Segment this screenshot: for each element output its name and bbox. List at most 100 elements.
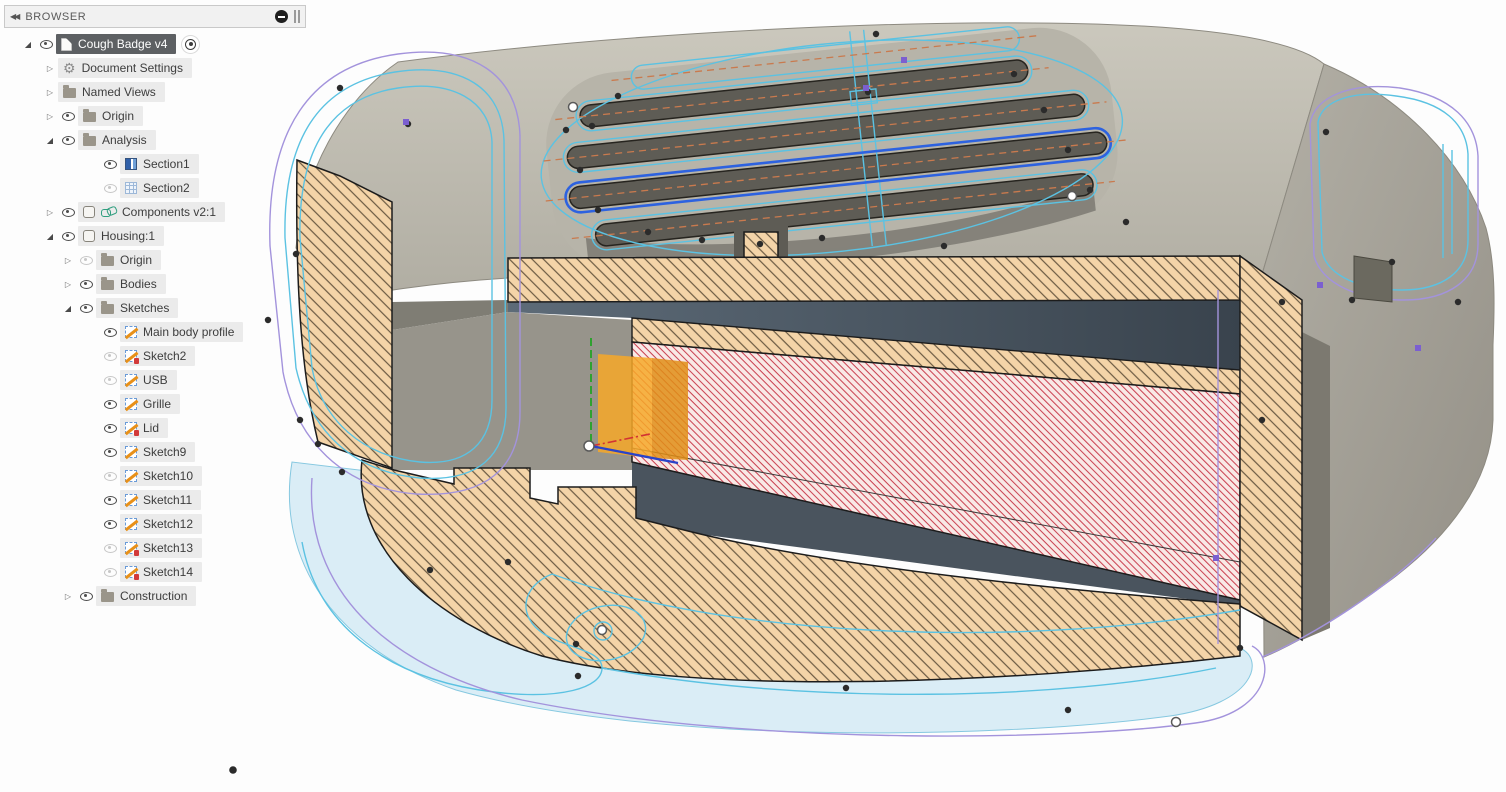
model-grille[interactable] [529,3,1137,290]
tree-item-label: Origin [102,109,135,123]
section-right-wall [1239,254,1303,642]
expander-icon[interactable]: ◢ [64,303,72,313]
tree-item-lid[interactable]: Lid [4,416,306,440]
tree-item-sketch9[interactable]: Sketch9 [4,440,306,464]
sketch-locked-icon [125,350,139,364]
panel-collapse-icon[interactable]: ◀◀ [10,12,20,21]
tree-item-section1[interactable]: Section1 [4,152,306,176]
lock-badge [134,430,139,436]
section-bottom-slab [360,459,1241,683]
expander-icon[interactable]: ◢ [46,231,54,241]
tree-item-sketch12[interactable]: Sketch12 [4,512,306,536]
tree-item-section2[interactable]: Section2 [4,176,306,200]
lock-badge [134,574,139,580]
gear-icon: ⚙ [63,60,76,76]
tree-item-housing-1[interactable]: ◢ Housing:1 [4,224,306,248]
visibility-eye-icon[interactable] [100,471,120,481]
sketch-icon [125,326,137,338]
origin-triad[interactable] [590,338,679,465]
tree-item-label: Section1 [143,157,190,171]
visibility-eye-icon[interactable] [100,495,120,505]
tree-item-label: Components v2:1 [122,205,217,219]
visibility-eye-icon[interactable] [100,399,120,409]
tree-item-bodies[interactable]: ▷ Bodies [4,272,306,296]
folder-icon [101,253,114,266]
section-left-wall [295,158,393,470]
sketch-curves-cyan[interactable] [284,69,1469,696]
tree-item-named-views[interactable]: ▷ Named Views [4,80,306,104]
minus-circle-icon[interactable] [275,10,288,23]
tree-item-construction[interactable]: ▷ Construction [4,584,306,608]
folder-icon [101,301,114,314]
folder-icon [83,133,96,146]
visibility-eye-icon[interactable] [100,159,120,169]
sketch-icon [125,446,137,458]
folder-icon [101,589,114,602]
tree-item-label: Document Settings [81,61,183,75]
tree-item-sketch14[interactable]: Sketch14 [4,560,306,584]
model-usb-recess[interactable] [1353,255,1393,303]
expander-icon[interactable]: ▷ [46,111,54,121]
visibility-eye-icon[interactable] [100,423,120,433]
tree-item-label: Origin [120,253,153,267]
visibility-eye-icon[interactable] [100,375,120,385]
expander-icon[interactable]: ▷ [46,63,54,73]
unconstrained-points[interactable] [567,101,1182,728]
tree-item-label: Sketch12 [143,517,194,531]
browser-tree: ◢ Cough Badge v4 ▷ ⚙ Document Settings ▷ … [4,32,306,608]
tree-item-origin-housing[interactable]: ▷ Origin [4,248,306,272]
expander-icon[interactable]: ▷ [64,255,72,265]
tree-item-document-settings[interactable]: ▷ ⚙ Document Settings [4,56,306,80]
tree-item-sketch11[interactable]: Sketch11 [4,488,306,512]
visibility-eye-icon[interactable] [100,327,120,337]
design-icon [61,37,72,51]
tree-item-label: Sketch14 [143,565,194,579]
visibility-eye-icon[interactable] [58,231,78,241]
model-section-walls[interactable] [295,158,1303,683]
visibility-eye-icon[interactable] [76,255,96,265]
tree-item-sketches[interactable]: ◢ Sketches [4,296,306,320]
tree-item-grille[interactable]: Grille [4,392,306,416]
visibility-eye-icon[interactable] [100,519,120,529]
tree-item-main-body-profile[interactable]: Main body profile [4,320,306,344]
visibility-eye-icon[interactable] [36,39,56,49]
panel-grip-icon[interactable] [294,10,296,23]
component-icon [83,230,95,242]
expander-icon[interactable]: ◢ [46,135,54,145]
visibility-eye-icon[interactable] [100,351,120,361]
visibility-eye-icon[interactable] [58,135,78,145]
section-lid-beam [507,255,1241,303]
tree-item-sketch13[interactable]: Sketch13 [4,536,306,560]
activate-component-radio[interactable] [182,35,200,53]
visibility-eye-icon[interactable] [100,567,120,577]
tree-item-sketch10[interactable]: Sketch10 [4,464,306,488]
visibility-eye-icon[interactable] [58,207,78,217]
expander-icon[interactable]: ▷ [64,279,72,289]
visibility-eye-icon[interactable] [76,591,96,601]
browser-header[interactable]: ◀◀ BROWSER [4,5,306,28]
expander-icon[interactable]: ▷ [64,591,72,601]
body-inner-shadow [1302,332,1330,640]
visibility-eye-icon[interactable] [76,303,96,313]
tree-item-sketch2[interactable]: Sketch2 [4,344,306,368]
tree-item-analysis[interactable]: ◢ Analysis [4,128,306,152]
visibility-eye-icon[interactable] [100,543,120,553]
visibility-eye-icon[interactable] [76,279,96,289]
visibility-eye-icon[interactable] [58,111,78,121]
tree-item-components-v2-1[interactable]: ▷ Components v2:1 [4,200,306,224]
expander-icon[interactable]: ▷ [46,87,54,97]
expander-icon[interactable]: ◢ [24,39,32,49]
tree-item-label: Sketch13 [143,541,194,555]
sketch-points[interactable] [229,30,1462,774]
visibility-eye-icon[interactable] [100,183,120,193]
visibility-eye-icon[interactable] [100,447,120,457]
folder-icon [101,277,114,290]
model-selected-component[interactable] [598,354,688,460]
tree-item-cough-badge-v4[interactable]: ◢ Cough Badge v4 [4,32,306,56]
tree-item-usb[interactable]: USB [4,368,306,392]
section-plane-icon [125,158,137,170]
tree-item-label: Analysis [102,133,147,147]
tree-item-origin[interactable]: ▷ Origin [4,104,306,128]
expander-icon[interactable]: ▷ [46,207,54,217]
